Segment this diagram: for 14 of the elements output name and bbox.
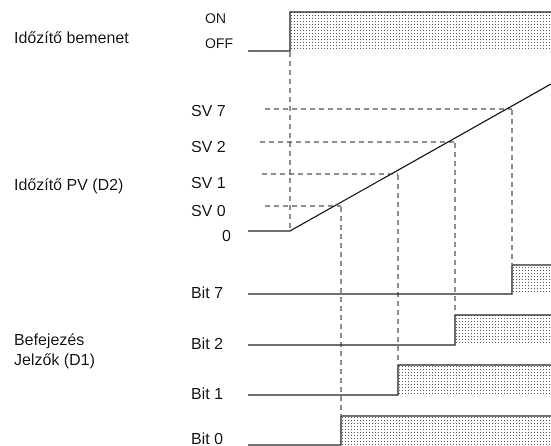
level-label: SV 7	[191, 102, 226, 122]
signal-label: Időzítő bemenet	[14, 29, 129, 49]
bit-label: Bit 2	[191, 335, 224, 355]
level-label: SV 2	[191, 138, 226, 158]
level-label: ON	[205, 9, 226, 28]
level-label: SV 0	[191, 202, 226, 222]
signal-label: Befejezés Jelzők (D1)	[14, 331, 96, 371]
bit-label: Bit 0	[191, 430, 224, 446]
level-label: OFF	[205, 34, 233, 53]
level-label: 0	[222, 227, 231, 247]
level-label: SV 1	[191, 174, 226, 194]
bit-label: Bit 1	[191, 385, 224, 405]
signal-label: Időzítő PV (D2)	[14, 176, 124, 196]
bit-label: Bit 7	[191, 284, 224, 304]
